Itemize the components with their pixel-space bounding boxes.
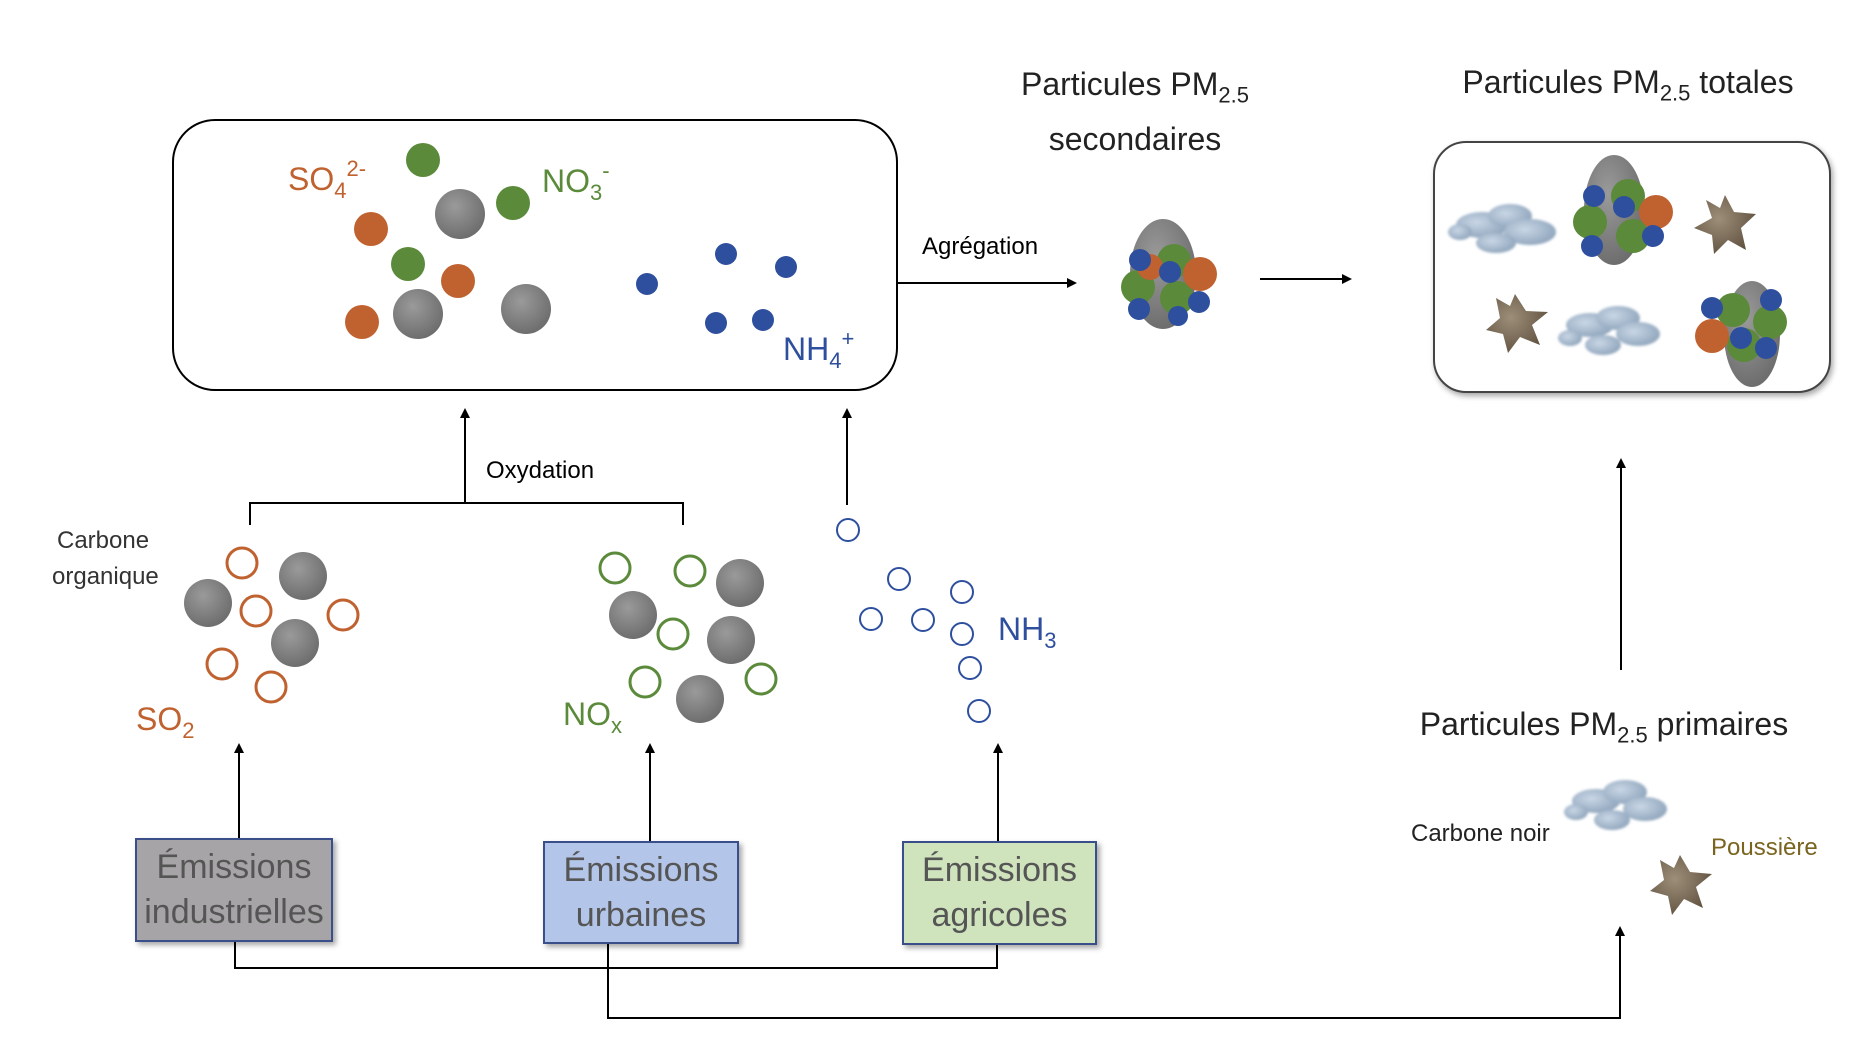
nitrate-label: NO3- [542, 158, 610, 205]
ammonium-particle [775, 256, 797, 278]
nitrate-particle [406, 143, 440, 177]
primary-pm25-title: Particules PM2.5 primaires [1419, 706, 1789, 748]
nh3-cluster [836, 518, 991, 723]
organic-particle [435, 189, 485, 239]
total-soot-cluster [1448, 204, 1556, 253]
secondary-ions-group [345, 143, 797, 339]
dust-particle [1650, 855, 1712, 915]
nox-label: NOx [563, 696, 622, 738]
total-mixed-particle [1695, 281, 1787, 387]
total-soot-cluster [1558, 306, 1660, 355]
aggregation-label: Agrégation [922, 233, 1038, 260]
oxidation-label: Oxydation [486, 457, 594, 484]
organic-particle [393, 289, 443, 339]
nh3-label: NH3 [998, 611, 1056, 653]
ammonium-particle [705, 312, 727, 334]
ammonium-particle [715, 243, 737, 265]
sulfate-particle [345, 305, 379, 339]
total-pm25-title: Particules PM2.5 totales [1462, 64, 1794, 106]
so2-cluster [184, 546, 360, 704]
black-carbon-label: Carbone noir [1411, 820, 1550, 847]
nitrate-particle [391, 247, 425, 281]
ammonium-particle [636, 273, 658, 295]
organic-particle [501, 284, 551, 334]
sulfate-label: SO42- [288, 156, 366, 203]
primary-emission-path [607, 926, 1625, 1019]
secondary-pm25-particle [1121, 219, 1217, 329]
ammonium-particle [752, 309, 774, 331]
nitrate-particle [496, 186, 530, 220]
total-dust-particle [1694, 195, 1756, 254]
total-dust-particle [1486, 294, 1548, 353]
sulfate-particle [354, 212, 388, 246]
dust-label: Poussière [1711, 834, 1818, 861]
so2-label: SO2 [136, 701, 194, 743]
total-mixed-particle [1573, 155, 1673, 265]
sulfate-particle [441, 264, 475, 298]
black-carbon-particle [1564, 780, 1667, 830]
nox-cluster [598, 551, 778, 723]
ammonium-label: NH4+ [783, 326, 854, 373]
secondary-pm25-title: Particules PM2.5 secondaires [1021, 66, 1249, 158]
oxidation-bracket [249, 502, 684, 525]
sources-connector [234, 942, 998, 969]
